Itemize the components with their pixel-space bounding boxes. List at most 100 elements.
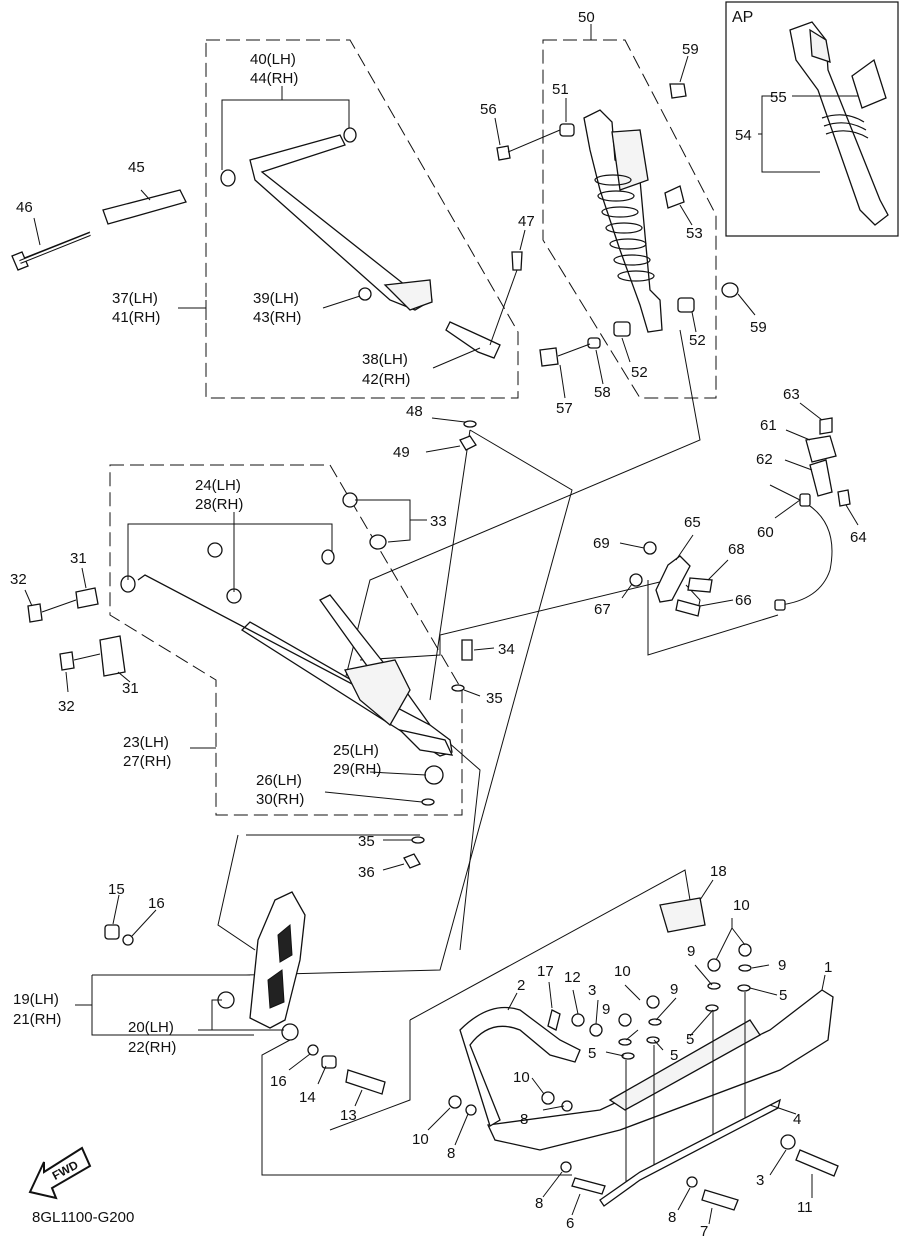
callout: 49	[393, 444, 410, 461]
bracket-61	[805, 435, 837, 463]
callout: 32	[58, 698, 75, 715]
callout: 59	[750, 319, 767, 336]
callout: 58	[594, 384, 611, 401]
callout: 36	[358, 864, 375, 881]
callout: 56	[480, 101, 497, 118]
callout: 28(RH)	[195, 496, 243, 513]
callout: 26(LH)	[256, 772, 302, 789]
ball-joint-25	[424, 765, 444, 785]
upper-arm-assembly-box	[205, 39, 519, 399]
ski	[487, 989, 834, 1151]
callout: 52	[631, 364, 648, 381]
callout: 19(LH)	[13, 991, 59, 1008]
callout: 52	[689, 332, 706, 349]
callout: 8	[447, 1145, 455, 1162]
callout: 68	[728, 541, 745, 558]
callout: 33	[430, 513, 447, 530]
callout: 18	[710, 863, 727, 880]
callout: 24(LH)	[195, 477, 241, 494]
clip-55	[851, 58, 887, 109]
ball-joint-38	[445, 321, 501, 359]
callout: 10	[412, 1131, 429, 1148]
callout: 69	[593, 535, 610, 552]
fwd-arrow: FWD	[28, 1146, 92, 1200]
callout: 10	[733, 897, 750, 914]
callout: 39(LH)	[253, 290, 299, 307]
callout: 42(RH)	[362, 371, 410, 388]
bolt-47	[511, 251, 523, 271]
callout: 14	[299, 1089, 316, 1106]
callout: 6	[566, 1215, 574, 1232]
cable-group	[629, 417, 851, 617]
callout: 9	[670, 981, 678, 998]
callout: 31	[70, 550, 87, 567]
callout: 13	[340, 1107, 357, 1124]
callout: 62	[756, 451, 773, 468]
callout: 35	[486, 690, 503, 707]
callout: 60	[757, 524, 774, 541]
callout: 51	[552, 81, 569, 98]
spindle-group	[104, 891, 386, 1095]
shaft-13	[345, 1069, 386, 1095]
callout: 64	[850, 529, 867, 546]
upper-a-arm-group	[11, 127, 523, 451]
bushing-15	[104, 924, 120, 940]
callout: 11	[797, 1199, 813, 1216]
callout: 48	[406, 403, 423, 420]
nut-39	[358, 287, 372, 301]
callout: 35	[358, 833, 375, 850]
callout: 50	[578, 9, 595, 26]
callout: 5	[588, 1045, 596, 1062]
callout: 9	[687, 943, 695, 960]
callout: 61	[760, 417, 777, 434]
callout: 10	[513, 1069, 530, 1086]
callout: 20(LH)	[128, 1019, 174, 1036]
callout: 30(RH)	[256, 791, 304, 808]
callout: 45	[128, 159, 145, 176]
ski-fasteners	[448, 943, 839, 1211]
bushing-40	[220, 169, 236, 187]
spindle	[249, 891, 306, 1029]
leader-lines	[24, 24, 859, 1225]
callout: 8	[535, 1195, 543, 1212]
callout: 7	[700, 1223, 708, 1237]
inset-title: AP	[732, 9, 753, 26]
callout: 23(LH)	[123, 734, 169, 751]
callout: 59	[682, 41, 699, 58]
ski-group	[448, 897, 839, 1211]
callout: 43(RH)	[253, 309, 301, 326]
callout: 9	[602, 1001, 610, 1018]
callout: 57	[556, 400, 573, 417]
nut-49	[459, 435, 477, 451]
callout: 55	[770, 89, 787, 106]
callout: 54	[735, 127, 752, 144]
shock-absorber-group	[496, 83, 739, 367]
callout: 16	[148, 895, 165, 912]
callout: 5	[779, 987, 787, 1004]
callout: 31	[122, 680, 139, 697]
callout: 3	[756, 1172, 764, 1189]
callout: 21(RH)	[13, 1011, 61, 1028]
connector-lines	[217, 329, 779, 1176]
lower-a-arm-group	[27, 492, 473, 869]
callout: 63	[783, 386, 800, 403]
callout: 29(RH)	[333, 761, 381, 778]
callout: 16	[270, 1073, 287, 1090]
diagram-code: 8GL1100-G200	[32, 1209, 134, 1226]
callout: 1	[824, 959, 832, 976]
shock-assembly-box	[542, 39, 717, 399]
ap-inset-box	[725, 1, 899, 237]
callout-labels: AP 8GL1100-G200 1 2 3 3 4 5 5 5 5 6 7 8 …	[10, 9, 867, 1240]
bolt-34	[461, 639, 473, 661]
washer-48	[463, 420, 477, 428]
callout: 25(LH)	[333, 742, 379, 759]
callout: 15	[108, 881, 125, 898]
callout: 5	[670, 1047, 678, 1064]
ap-inset-shock	[789, 21, 889, 226]
lever-65	[655, 555, 691, 603]
callout: 2	[517, 977, 525, 994]
callout: 46	[16, 199, 33, 216]
callout: 34	[498, 641, 515, 658]
